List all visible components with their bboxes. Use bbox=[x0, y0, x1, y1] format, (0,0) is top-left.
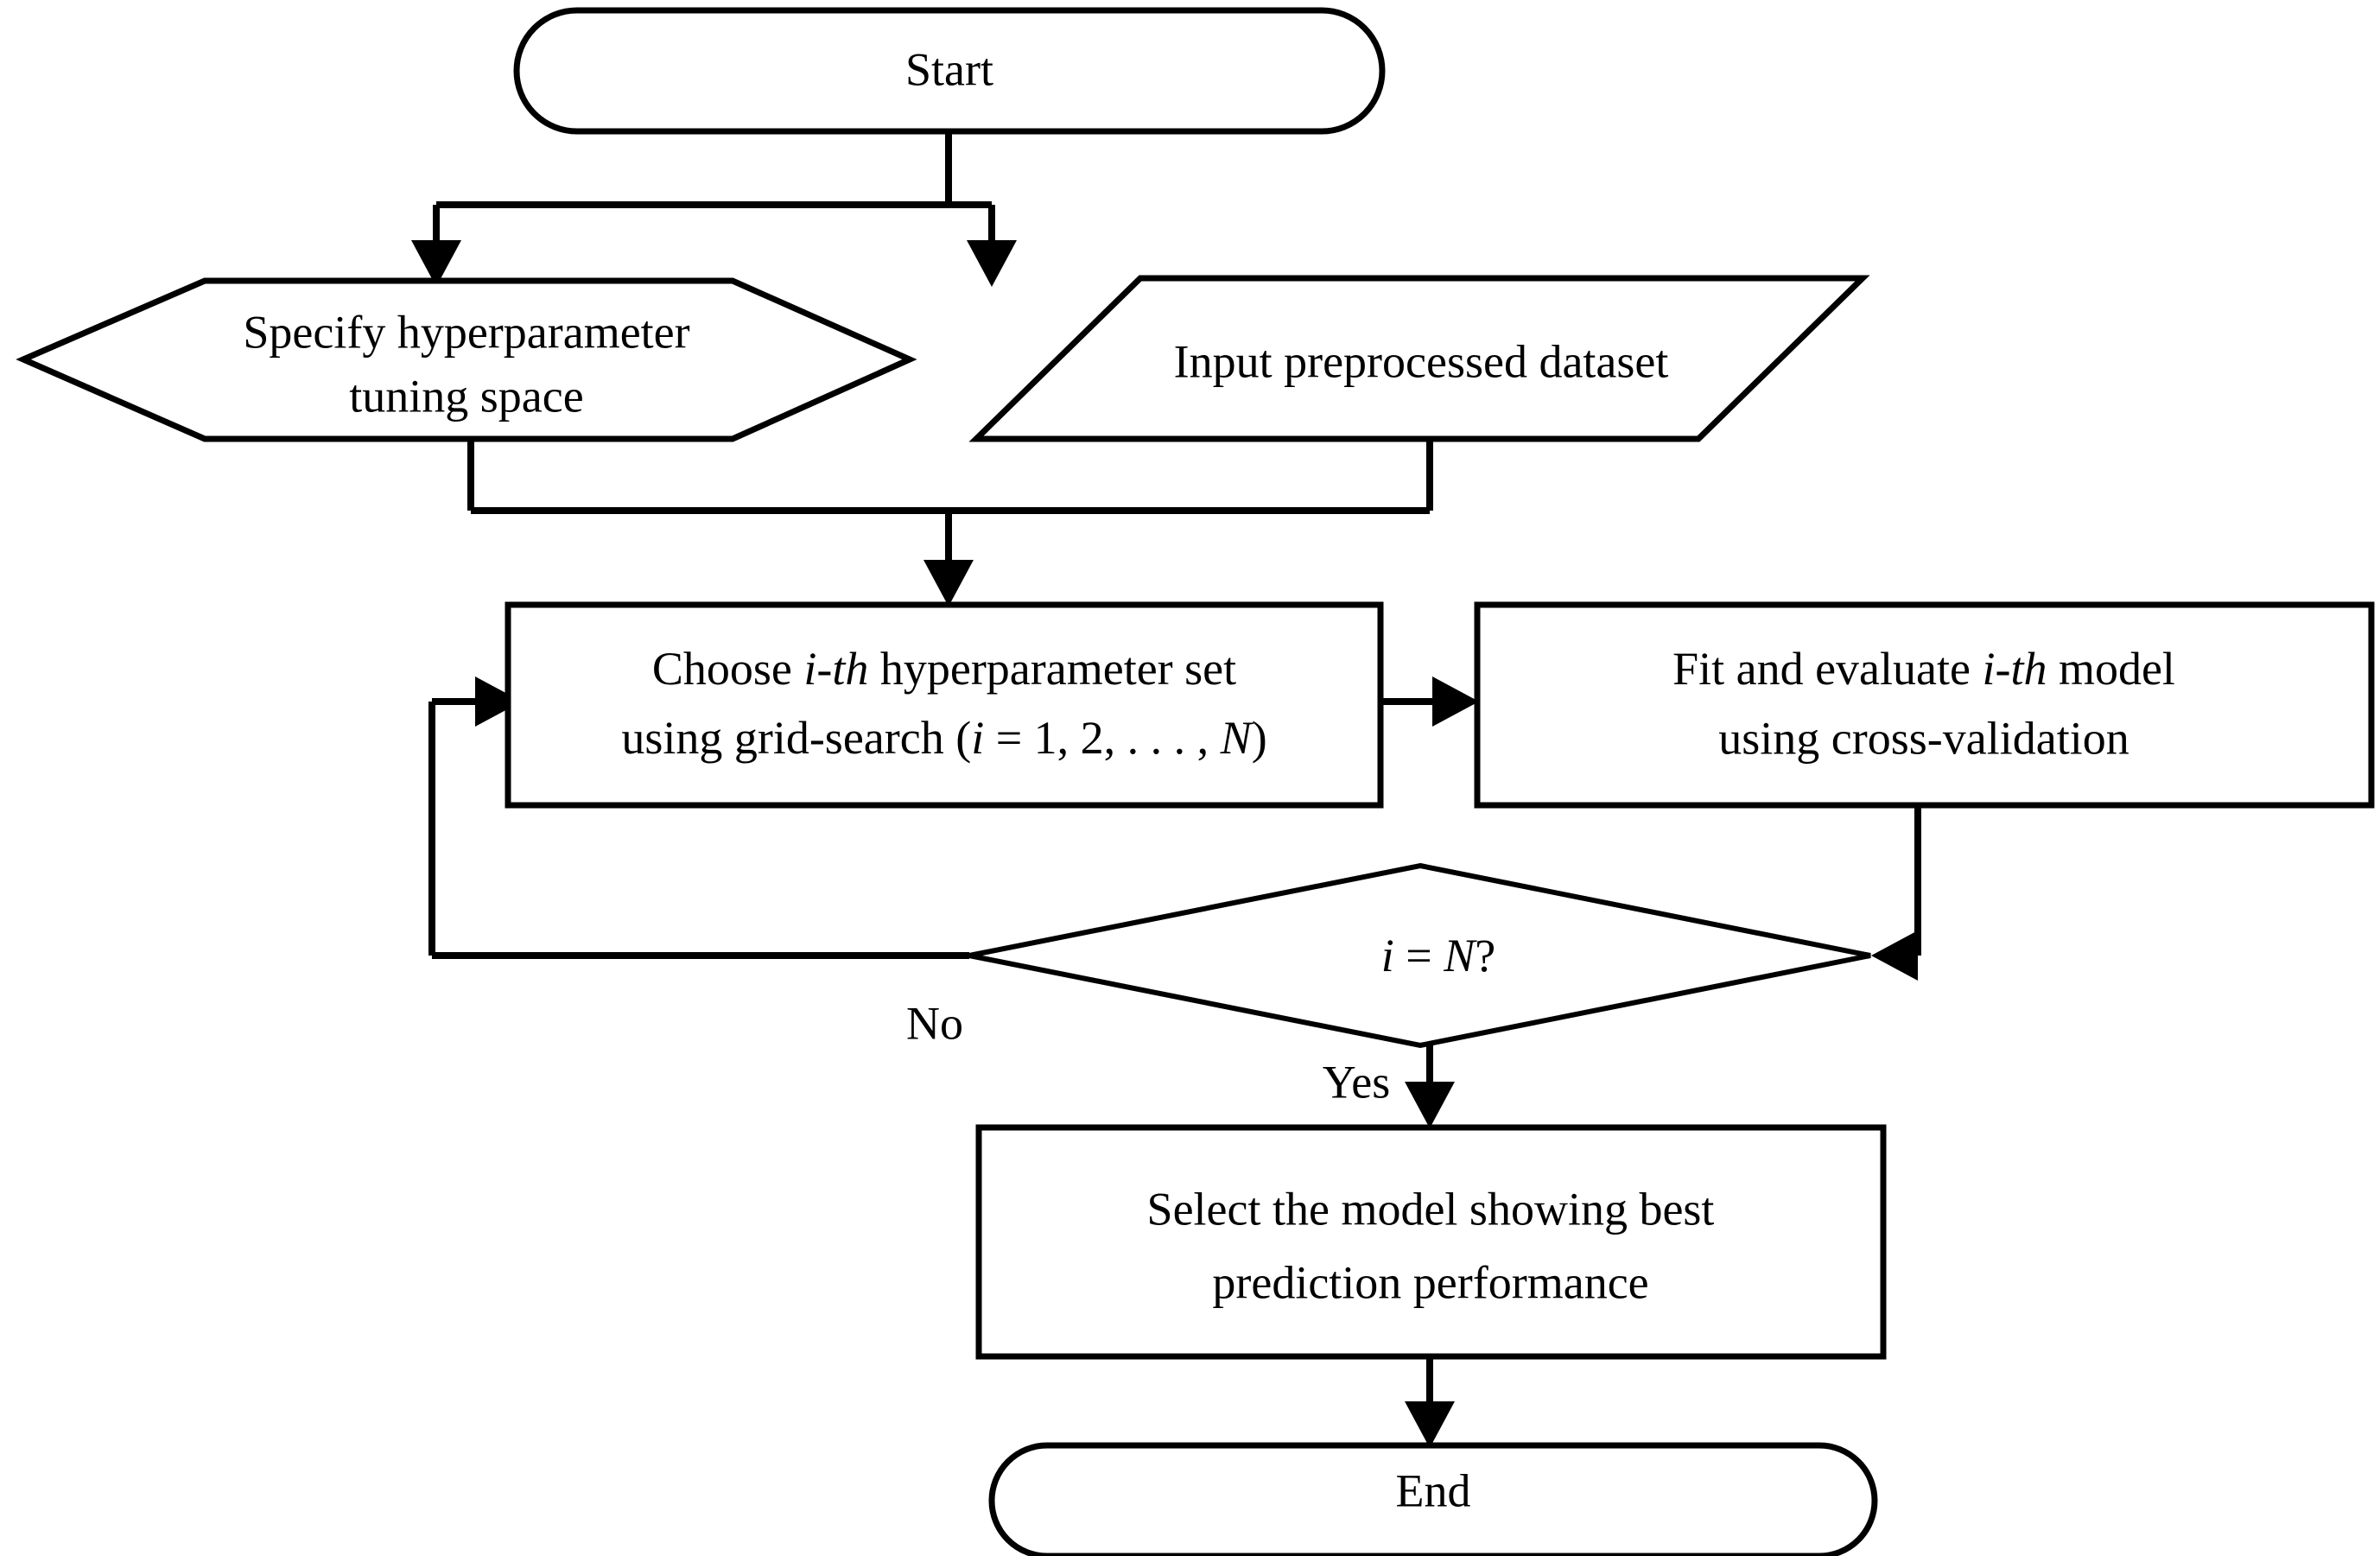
node-fit-evaluate-model[interactable]: Fit and evaluate i-th model using cross-… bbox=[1474, 601, 2375, 809]
connector-fit-to-decision bbox=[1871, 805, 1921, 981]
node-select-best-model[interactable]: Select the model showing best prediction… bbox=[975, 1124, 1887, 1360]
connector-start-to-split bbox=[411, 131, 1017, 287]
choose-set-shape bbox=[505, 601, 1384, 809]
node-decision-i-equals-n[interactable]: i = N? bbox=[968, 862, 1871, 1049]
connector-choose-to-fit bbox=[1380, 676, 1479, 727]
fit-evaluate-line1: Fit and evaluate i-th model bbox=[1672, 643, 2175, 695]
arrowhead-to-select bbox=[1405, 1082, 1455, 1128]
arrowhead-to-end bbox=[1405, 1401, 1455, 1448]
select-model-shape bbox=[975, 1124, 1887, 1360]
connector-no-loop bbox=[428, 676, 969, 959]
decision-shape bbox=[968, 862, 1871, 1049]
node-choose-hyperparameter-set[interactable]: Choose i-th hyperparameter set using gri… bbox=[505, 601, 1384, 809]
end-label: End bbox=[1396, 1464, 1471, 1516]
start-shape bbox=[513, 7, 1386, 135]
specify-space-line2: tuning space bbox=[349, 370, 583, 422]
fit-evaluate-shape bbox=[1474, 601, 2375, 809]
arrowhead-loop-to-choose bbox=[475, 676, 522, 727]
arrowhead-to-fit bbox=[1432, 676, 1479, 727]
node-specify-hyperparameter-space[interactable]: Specify hyperparameter tuning space bbox=[16, 277, 917, 442]
connector-merge-to-choose bbox=[467, 439, 1433, 607]
start-label: Start bbox=[905, 43, 993, 95]
decision-label: i = N? bbox=[1381, 930, 1495, 981]
arrowhead-to-decision bbox=[1871, 930, 1918, 981]
specify-space-shape bbox=[16, 277, 917, 442]
choose-set-line1: Choose i-th hyperparameter set bbox=[652, 643, 1236, 695]
input-dataset-shape bbox=[968, 275, 1870, 442]
node-end[interactable]: End bbox=[988, 1442, 1878, 1556]
choose-set-line2: using grid-search (i = 1, 2, . . . , N) bbox=[621, 712, 1266, 764]
connector-yes-to-select bbox=[1405, 1045, 1455, 1128]
input-dataset-label: Input preprocessed dataset bbox=[1174, 335, 1669, 387]
fit-evaluate-line2: using cross-validation bbox=[1718, 712, 2129, 764]
end-shape bbox=[988, 1442, 1878, 1556]
edge-label-no: No bbox=[906, 997, 963, 1049]
node-input-preprocessed-dataset[interactable]: Input preprocessed dataset bbox=[968, 275, 1870, 442]
select-model-line2: prediction performance bbox=[1212, 1256, 1648, 1308]
select-model-line1: Select the model showing best bbox=[1147, 1183, 1715, 1235]
connector-select-to-end bbox=[1405, 1356, 1455, 1448]
arrowhead-to-choose bbox=[923, 560, 974, 607]
arrowhead-to-specify bbox=[411, 240, 461, 287]
node-start[interactable]: Start bbox=[513, 7, 1386, 135]
specify-space-line1: Specify hyperparameter bbox=[243, 306, 689, 358]
arrowhead-to-input bbox=[967, 240, 1017, 287]
edge-label-yes: Yes bbox=[1323, 1056, 1391, 1108]
